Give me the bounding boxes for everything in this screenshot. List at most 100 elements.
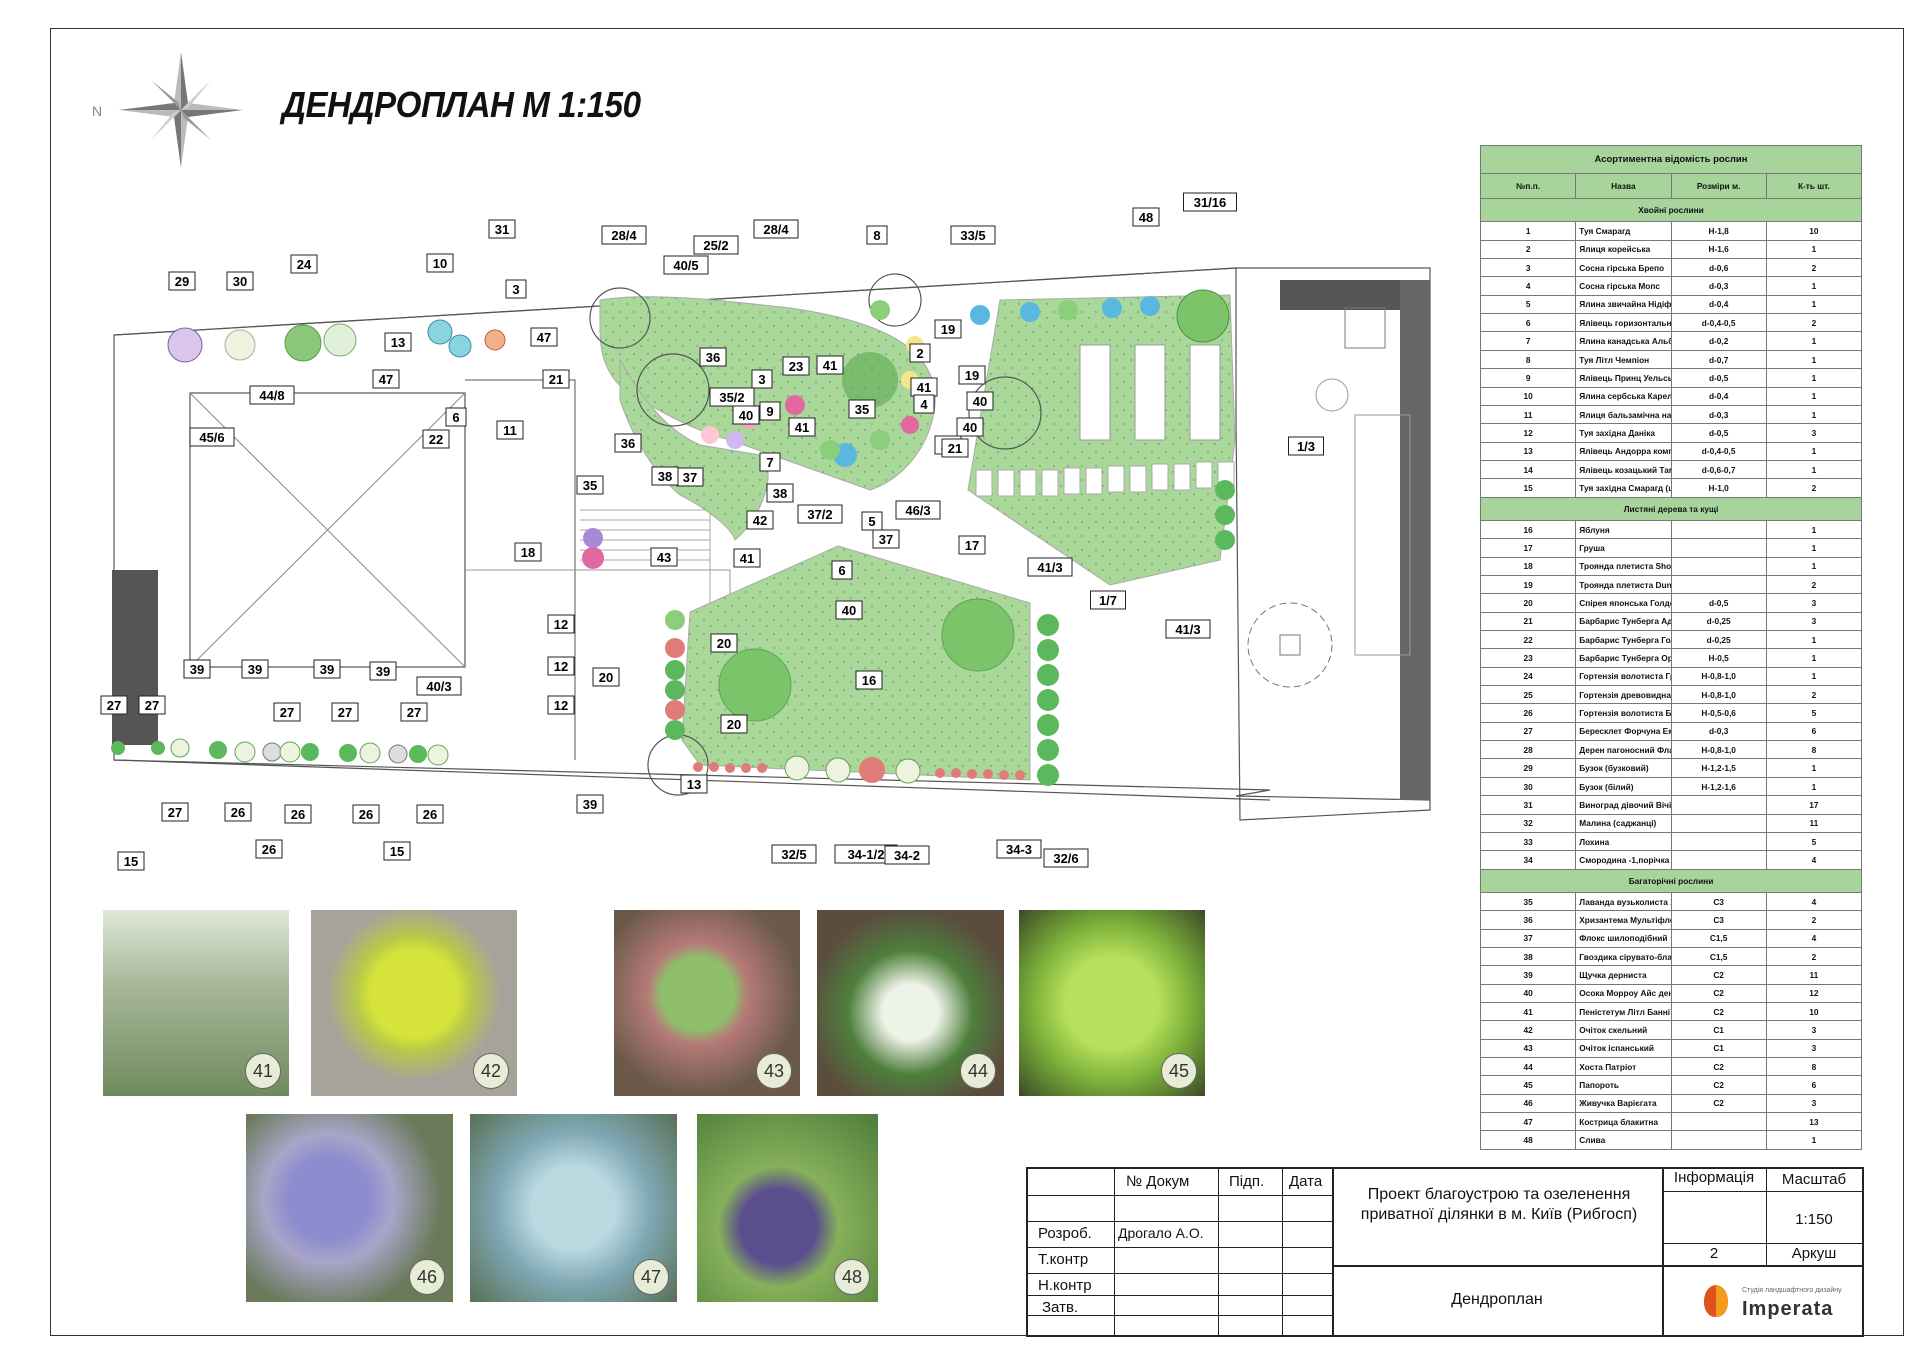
plan-label-text: 29 bbox=[175, 274, 189, 289]
section-name: Багаторічні рослини bbox=[1480, 868, 1862, 893]
plan-label: 37 bbox=[872, 529, 900, 549]
row-number: 47 bbox=[1479, 1112, 1577, 1132]
plant-quantity: 1 bbox=[1765, 331, 1863, 351]
plant-quantity: 2 bbox=[1765, 575, 1863, 595]
plan-label-text: 21 bbox=[948, 441, 962, 456]
compass-north-label: N bbox=[92, 103, 102, 119]
plant-name: Виноград дівочий Вічі bbox=[1575, 795, 1672, 815]
plant-quantity: 8 bbox=[1765, 740, 1863, 760]
plant-quantity: 3 bbox=[1765, 593, 1863, 613]
plan-label-text: 39 bbox=[248, 662, 262, 677]
plant-quantity: 2 bbox=[1765, 258, 1863, 278]
section-name: Листяні дерева та кущі bbox=[1480, 496, 1862, 522]
doc-number-header: № Докум bbox=[1126, 1173, 1190, 1190]
plant-size: d-0,25 bbox=[1670, 611, 1767, 632]
plan-label: 43 bbox=[650, 547, 678, 567]
table-title: Асортиментна відомість рослин bbox=[1480, 145, 1862, 174]
plan-label-text: 16 bbox=[862, 673, 876, 688]
plant-size: d-0,4 bbox=[1670, 294, 1767, 315]
plan-label: 18 bbox=[514, 542, 542, 562]
plan-label: 1/7 bbox=[1090, 590, 1126, 610]
plan-label-text: 40/5 bbox=[673, 258, 698, 273]
plant-quantity: 3 bbox=[1765, 1093, 1863, 1114]
plant-name: Яблуня bbox=[1575, 520, 1672, 540]
plan-label-text: 39 bbox=[320, 662, 334, 677]
plan-label: 40 bbox=[835, 600, 863, 620]
plan-label: 39 bbox=[183, 659, 211, 679]
plant-quantity: 1 bbox=[1765, 1130, 1863, 1150]
photo-sedum-rupestre: 42 bbox=[311, 910, 517, 1096]
plan-label: 21 bbox=[941, 438, 969, 458]
plan-label: 20 bbox=[710, 633, 738, 653]
plant-name: Ялівець Принц Уельський bbox=[1575, 368, 1672, 388]
plant-size bbox=[1670, 850, 1767, 870]
plan-label: 26 bbox=[255, 839, 283, 859]
plan-label: 27 bbox=[331, 702, 359, 722]
photo-number: 44 bbox=[960, 1053, 996, 1089]
plant-name: Ялиця бальзамічна нана bbox=[1575, 404, 1672, 425]
plant-size: d-0,3 bbox=[1670, 721, 1767, 742]
plan-label: 19 bbox=[934, 319, 962, 339]
plan-label-text: 31 bbox=[495, 222, 509, 237]
plan-label-text: 26 bbox=[231, 805, 245, 820]
row-number: 1 bbox=[1479, 221, 1577, 241]
plan-label-text: 12 bbox=[554, 698, 568, 713]
plan-label: 34-3 bbox=[996, 839, 1042, 859]
plan-label: 15 bbox=[383, 841, 411, 861]
plan-label: 41 bbox=[733, 548, 761, 568]
plant-size: С1,5 bbox=[1670, 947, 1767, 967]
plan-label: 28/4 bbox=[601, 225, 647, 245]
photo-number: 47 bbox=[633, 1259, 669, 1295]
plant-size: d-0,5 bbox=[1670, 368, 1767, 388]
plan-label: 26 bbox=[224, 802, 252, 822]
plant-size bbox=[1670, 556, 1767, 577]
sheet-number: 2 bbox=[1709, 1245, 1719, 1262]
plant-quantity: 1 bbox=[1765, 441, 1863, 461]
plant-quantity: 12 bbox=[1765, 983, 1863, 1004]
row-number: 11 bbox=[1479, 404, 1577, 425]
plan-label: 32/5 bbox=[771, 844, 817, 864]
plan-label: 33/5 bbox=[950, 225, 996, 245]
plan-label-text: 34-2 bbox=[894, 848, 920, 863]
plan-label-text: 27 bbox=[168, 805, 182, 820]
plant-quantity: 1 bbox=[1765, 538, 1863, 558]
plan-label-text: 13 bbox=[391, 335, 405, 350]
plant-name: Гортензія древовидна Пінк Аннабель bbox=[1575, 685, 1672, 705]
plan-label: 19 bbox=[958, 365, 986, 385]
stepping-stones bbox=[975, 461, 1235, 497]
plant-quantity: 1 bbox=[1765, 386, 1863, 406]
row-number: 44 bbox=[1479, 1057, 1577, 1077]
plan-label: 20 bbox=[720, 714, 748, 734]
plan-label: 31 bbox=[488, 219, 516, 239]
plan-label: 31/16 bbox=[1183, 192, 1237, 212]
plan-label: 45/6 bbox=[189, 427, 235, 447]
plan-label: 27 bbox=[100, 695, 128, 715]
row-number: 30 bbox=[1479, 776, 1577, 797]
plan-label: 25/2 bbox=[693, 235, 739, 255]
plant-name: Очіток скельний bbox=[1575, 1020, 1672, 1040]
photo-pennisetum: 41 bbox=[103, 910, 289, 1096]
plan-label: 22 bbox=[422, 429, 450, 449]
imperata-logo-icon bbox=[1704, 1285, 1728, 1317]
plan-label-text: 23 bbox=[789, 359, 803, 374]
plan-label-text: 19 bbox=[965, 368, 979, 383]
plant-quantity: 17 bbox=[1765, 795, 1863, 815]
plan-label-text: 41 bbox=[917, 380, 931, 395]
plan-label-text: 44/8 bbox=[259, 388, 284, 403]
row-number: 36 bbox=[1479, 910, 1577, 930]
plant-size: С2 bbox=[1670, 1075, 1767, 1095]
plan-label: 3 bbox=[751, 369, 773, 389]
plant-name: Туя Літл Чемпіон bbox=[1575, 349, 1672, 370]
plant-quantity: 3 bbox=[1765, 1020, 1863, 1040]
plan-label: 24 bbox=[290, 254, 318, 274]
